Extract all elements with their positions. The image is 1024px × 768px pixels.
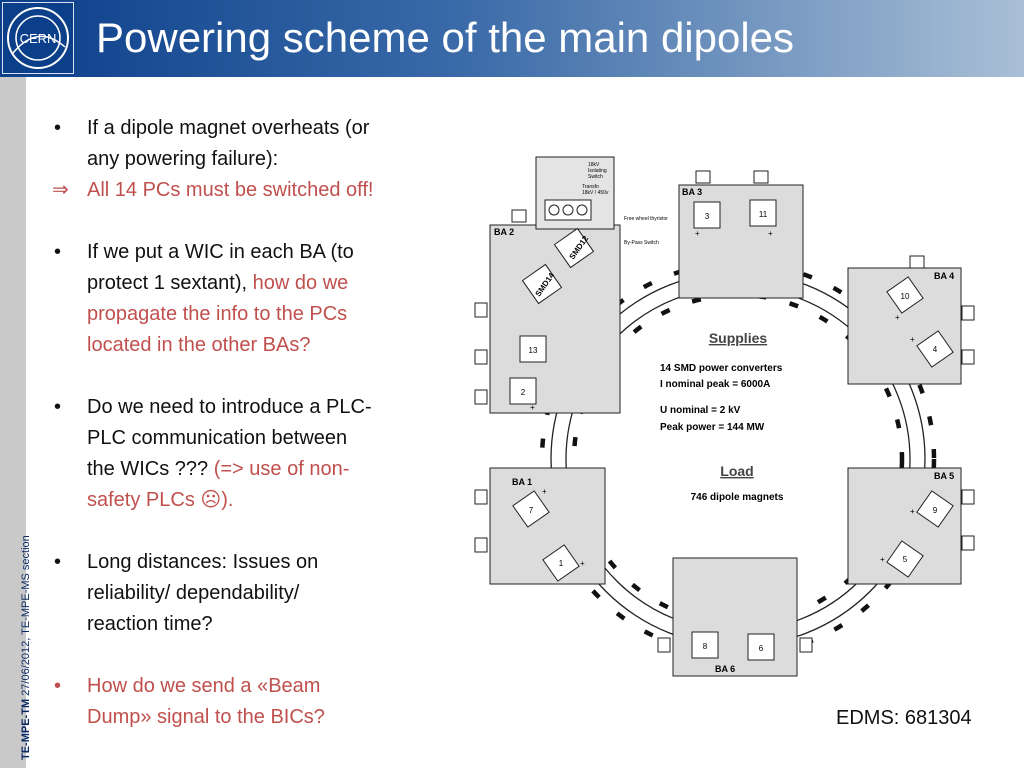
ba5-building: BA 5 9 5 + +: [847, 467, 975, 585]
bullet-3: • Do we need to introduce a PLC- PLC com…: [52, 392, 432, 516]
ba2-building: BA 2 18kV Isolating Switch Transfo 18kV …: [474, 156, 668, 414]
bullet-4-line3: reaction time?: [87, 613, 213, 635]
svg-text:18kV: 18kV: [588, 162, 600, 168]
svg-text:BA 6: BA 6: [715, 664, 735, 674]
svg-text:Isolating: Isolating: [588, 168, 607, 174]
svg-text:1: 1: [559, 559, 564, 568]
bullet-2-line4: located in the other BAs?: [87, 334, 311, 356]
cern-logo: CERN: [2, 2, 74, 74]
bullet-4-line2: reliability/ dependability/: [87, 582, 300, 604]
implies-arrow: ⇒: [52, 179, 69, 201]
svg-text:3: 3: [705, 212, 710, 221]
bullet-1-line2: any powering failure):: [87, 148, 279, 170]
svg-text:BA 1: BA 1: [512, 477, 532, 487]
svg-text:+: +: [695, 229, 700, 238]
bullet-3-line2: PLC communication between: [87, 427, 348, 449]
footer-info: TE-MPE-TM 27/06/2012, TE-MPE-MS section: [13, 535, 39, 760]
bullet-3-line4: safety PLCs ☹).: [87, 489, 234, 511]
load-title: Load: [720, 463, 753, 479]
svg-text:By-Pass Switch: By-Pass Switch: [624, 240, 659, 246]
bullet-4: • Long distances: Issues on reliability/…: [52, 547, 432, 640]
svg-text:+: +: [910, 335, 915, 344]
supplies-line4: Peak power = 144 MW: [660, 422, 765, 433]
bullet-3-line3: the WICs ??? (=> use of non-: [87, 454, 432, 485]
bullet-4-line1: Long distances: Issues on: [87, 551, 319, 573]
bullet-glyph: •: [54, 396, 62, 418]
svg-text:5: 5: [903, 555, 908, 564]
bullet-glyph: •: [54, 675, 62, 697]
bullet-2-line2-black: protect 1 sextant),: [87, 272, 253, 294]
svg-text:+: +: [768, 229, 773, 238]
bullet-2-line2: protect 1 sextant), how do we: [87, 268, 432, 299]
svg-text:10: 10: [901, 292, 910, 301]
svg-text:11: 11: [759, 210, 768, 219]
footer-date-section: 27/06/2012, TE-MPE-MS section: [20, 535, 32, 699]
logo-text: CERN: [20, 31, 57, 46]
svg-text:18kV / 450v: 18kV / 450v: [582, 190, 609, 196]
svg-text:4: 4: [933, 345, 938, 354]
supplies-line3: U nominal = 2 kV: [660, 405, 741, 416]
page-title: Powering scheme of the main dipoles: [96, 14, 795, 61]
bullet-glyph: •: [54, 241, 62, 263]
ba6-building: BA 6 8 6: [657, 557, 813, 677]
svg-text:+: +: [910, 507, 915, 516]
svg-text:Switch: Switch: [588, 174, 603, 180]
svg-text:+: +: [530, 403, 535, 412]
svg-text:13: 13: [529, 346, 538, 355]
ba3-building: BA 3 3 11 + +: [678, 170, 804, 299]
title-bar: CERN Powering scheme of the main dipoles: [0, 0, 1024, 77]
svg-text:2: 2: [521, 388, 526, 397]
edms-reference: EDMS: 681304: [836, 707, 972, 729]
sidebar-strip: [0, 77, 26, 768]
svg-text:7: 7: [529, 506, 534, 515]
bullet-glyph: •: [54, 551, 62, 573]
svg-text:9: 9: [933, 506, 938, 515]
svg-text:BA 5: BA 5: [934, 471, 954, 481]
svg-text:BA 2: BA 2: [494, 227, 514, 237]
bullet-3-line1: Do we need to introduce a PLC-: [87, 396, 372, 418]
supplies-line1: 14 SMD power converters: [660, 363, 783, 374]
bullet-glyph: •: [54, 117, 62, 139]
svg-text:6: 6: [759, 644, 764, 653]
powering-diagram: BA 2 18kV Isolating Switch Transfo 18kV …: [470, 128, 980, 688]
svg-text:+: +: [580, 559, 585, 568]
bullet-1: • If a dipole magnet overheats (or any p…: [52, 113, 432, 175]
bullet-3-line3-red: (=> use of non-: [213, 458, 350, 480]
bullet-5-line2: Dump» signal to the BICs?: [87, 706, 325, 728]
svg-text:Transfo: Transfo: [582, 184, 599, 190]
svg-text:BA 3: BA 3: [682, 187, 702, 197]
svg-text:BA 4: BA 4: [934, 271, 954, 281]
bullet-2: • If we put a WIC in each BA (to protect…: [52, 237, 432, 361]
footer-org: TE-MPE-TM: [20, 698, 32, 760]
ba4-building: BA 4 10 4 + +: [847, 255, 975, 385]
svg-text:+: +: [895, 313, 900, 322]
bullet-3-line3-black: the WICs ???: [87, 458, 214, 480]
supplies-title: Supplies: [709, 330, 768, 346]
svg-text:8: 8: [703, 642, 708, 651]
svg-text:Free wheel thyristor: Free wheel thyristor: [624, 216, 668, 222]
bullet-1-result-text: All 14 PCs must be switched off!: [87, 179, 374, 201]
bullet-5: • How do we send a «Beam Dump» signal to…: [52, 671, 432, 733]
bullet-list: • If a dipole magnet overheats (or any p…: [52, 113, 432, 733]
bullet-1-result: ⇒ All 14 PCs must be switched off!: [52, 175, 432, 206]
bullet-2-line1: If we put a WIC in each BA (to: [87, 241, 354, 263]
bullet-5-line1: How do we send a «Beam: [87, 675, 321, 697]
svg-text:+: +: [880, 555, 885, 564]
bullet-2-line3: propagate the info to the PCs: [87, 303, 348, 325]
bullet-2-line2-red: how do we: [252, 272, 349, 294]
svg-text:+: +: [542, 487, 547, 496]
ba1-building: BA 1 7 1 + +: [474, 467, 606, 585]
bullet-1-line1: If a dipole magnet overheats (or: [87, 117, 370, 139]
load-line1: 746 dipole magnets: [691, 492, 784, 503]
supplies-line2: I nominal peak = 6000A: [660, 379, 770, 390]
